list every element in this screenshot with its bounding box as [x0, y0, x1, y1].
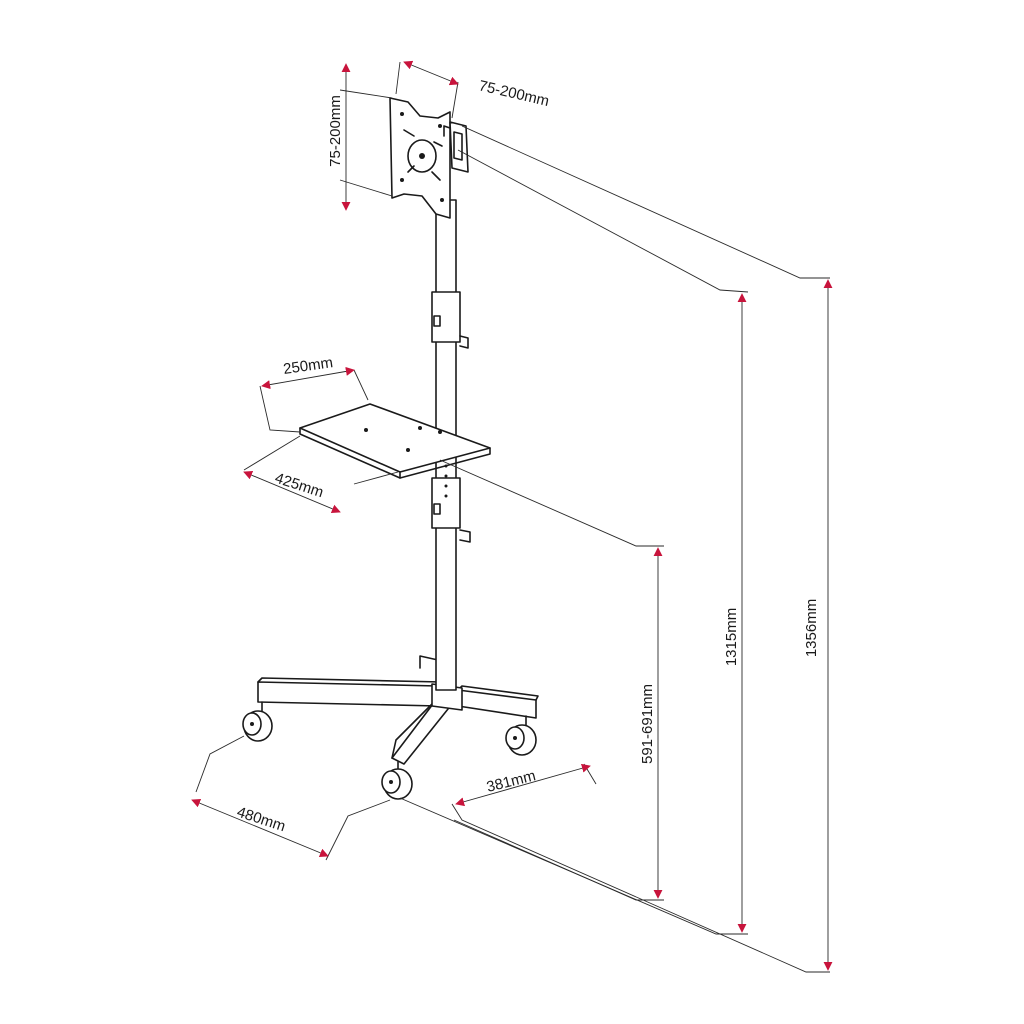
base-width-label: 480mm	[235, 804, 288, 836]
shelf-depth-arrow	[261, 366, 355, 390]
extension-lines	[195, 61, 830, 973]
vesa-width-arrow	[403, 60, 459, 86]
vesa-mount	[389, 97, 469, 219]
base-frame	[257, 655, 539, 765]
shelf-depth-label: 250mm	[282, 354, 334, 378]
vesa-height-label: 75-200mm	[327, 95, 344, 167]
caster-front	[381, 761, 413, 800]
total-height-label: 1356mm	[803, 599, 820, 657]
shelf-width-label: 425mm	[273, 470, 326, 502]
base-depth-arrow	[455, 763, 591, 807]
shelf-height-label: 591-691mm	[639, 684, 656, 764]
base-depth-label: 381mm	[485, 767, 538, 796]
tv-cart-drawing	[242, 97, 539, 800]
caster-left	[242, 701, 273, 742]
shelf-width-arrow	[243, 470, 341, 514]
shelf	[299, 403, 491, 479]
base-width-arrow	[191, 798, 329, 858]
dimension-labels: 75-200mm 75-200mm 250mm 425mm 591-691mm …	[235, 77, 820, 835]
caster-right	[505, 715, 537, 756]
vesa-width-label: 75-200mm	[477, 77, 551, 110]
dimension-arrows	[191, 60, 833, 971]
mount-center-height-label: 1315mm	[723, 608, 740, 666]
